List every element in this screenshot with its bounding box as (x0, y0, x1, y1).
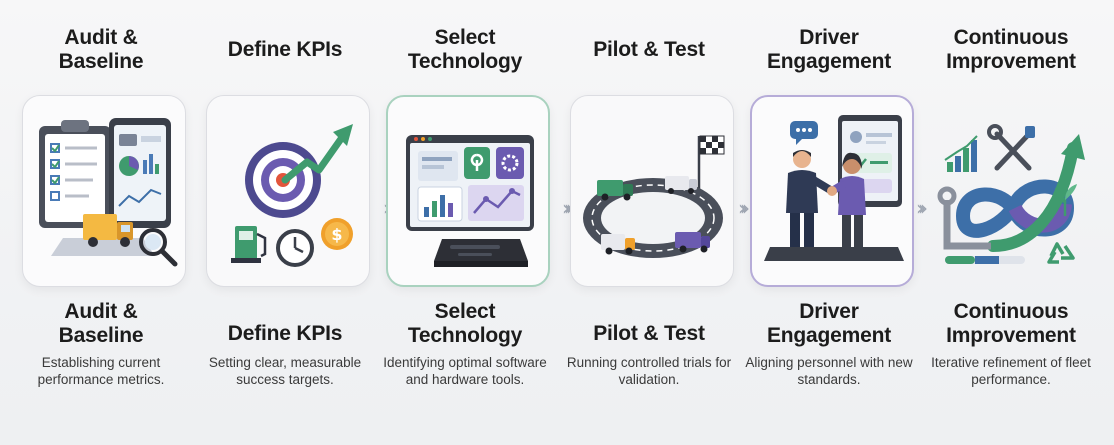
step-continuous-improvement: Continuous Improvement (918, 0, 1104, 445)
step-description: Establishing current performance metrics… (37, 355, 165, 387)
step-title: Define KPIs (227, 322, 343, 345)
step-title: Audit & Baseline (58, 300, 144, 347)
step-top-title: Define KPIs (227, 38, 343, 61)
svg-text:$: $ (331, 225, 342, 244)
step-audit-baseline: Audit & Baseline (8, 0, 194, 445)
step-driver-engagement: Driver Engagement (736, 0, 922, 445)
step-top-title: Continuous Improvement (946, 26, 1076, 73)
target-arrow-fuel-clock-coin-icon: $ (231, 124, 353, 267)
step-illustration-card (570, 95, 734, 287)
step-select-technology: Select Technology (372, 0, 558, 445)
step-illustration-card (750, 95, 914, 287)
test-track-trucks-flag-icon (583, 135, 725, 258)
clipboard-tablet-truck-magnifier-icon (39, 118, 178, 267)
step-define-kpis: Define KPIs $ Define (192, 0, 378, 445)
step-illustration-card (932, 95, 1096, 287)
loop-arrow-tools-recycle-icon (937, 124, 1085, 264)
step-description: Identifying optimal software and hardwar… (383, 355, 547, 387)
step-illustration-card (22, 95, 186, 287)
step-pilot-test: Pilot & Test (556, 0, 742, 445)
step-description: Aligning personnel with new standards. (745, 355, 913, 387)
step-top-title: Audit & Baseline (58, 26, 144, 73)
step-title: Pilot & Test (593, 322, 705, 345)
step-illustration-card (386, 95, 550, 287)
step-description: Iterative refinement of fleet performanc… (931, 355, 1091, 387)
step-description: Setting clear, measurable success target… (208, 355, 362, 387)
step-top-title: Pilot & Test (593, 38, 705, 61)
step-title: Continuous Improvement (946, 300, 1076, 347)
handshake-people-screen-icon (764, 115, 904, 261)
step-title: Driver Engagement (766, 300, 892, 347)
step-top-title: Driver Engagement (766, 26, 892, 73)
step-top-title: Select Technology (407, 26, 523, 73)
step-title: Select Technology (407, 300, 523, 347)
step-description: Running controlled trials for validation… (566, 355, 732, 387)
step-illustration-card: $ (206, 95, 370, 287)
app-screens-telematics-device-icon (406, 135, 534, 267)
chevron-right-icon: ››› (738, 196, 750, 220)
chevron-right-icon: ››› (916, 196, 928, 220)
